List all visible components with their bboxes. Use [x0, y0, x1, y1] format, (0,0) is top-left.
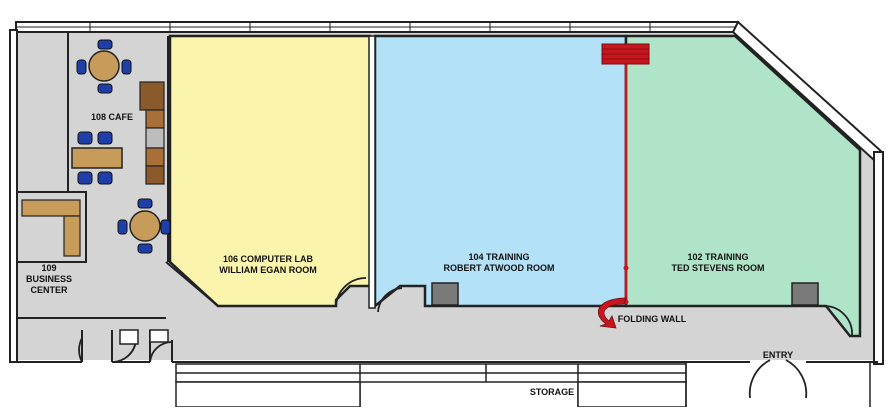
corridor-fixtures [119, 329, 169, 345]
folding-wall-arrow-icon [598, 297, 627, 329]
label-computer-lab: 106 COMPUTER LAB [223, 254, 314, 264]
label-william-egan-room: WILLIAM EGAN ROOM [219, 265, 317, 275]
exterior-wall-left [9, 29, 18, 363]
business-center-walls [16, 191, 87, 263]
folding-wall [601, 43, 650, 305]
label-folding-wall: FOLDING WALL [618, 314, 687, 324]
cafe-table-round-bottom [117, 198, 171, 254]
label-102-training: 102 TRAINING [687, 252, 748, 262]
room-102-training[interactable] [624, 34, 862, 338]
storage-area [175, 362, 871, 408]
label-storage: STORAGE [530, 387, 574, 397]
partition-wall [368, 35, 376, 309]
label-business-number: 109 [41, 263, 56, 273]
cafe-table-rect [71, 131, 123, 185]
exterior-wall-top [15, 21, 739, 33]
label-business-name: BUSINESS [26, 274, 72, 284]
label-104-training: 104 TRAINING [468, 252, 529, 262]
label-entry: ENTRY [763, 350, 793, 360]
cafe-table-round-top [76, 39, 132, 94]
equipment-box-102 [791, 282, 819, 306]
label-ted-stevens-room: TED STEVENS ROOM [671, 263, 764, 273]
exterior-wall-right [873, 151, 884, 365]
business-center-desk [21, 199, 81, 257]
cafe-counter [139, 81, 165, 185]
label-cafe: 108 CAFE [91, 112, 133, 122]
equipment-box-104 [431, 282, 459, 306]
label-business-center: CENTER [30, 285, 68, 295]
label-robert-atwood-room: ROBERT ATWOOD ROOM [444, 263, 555, 273]
